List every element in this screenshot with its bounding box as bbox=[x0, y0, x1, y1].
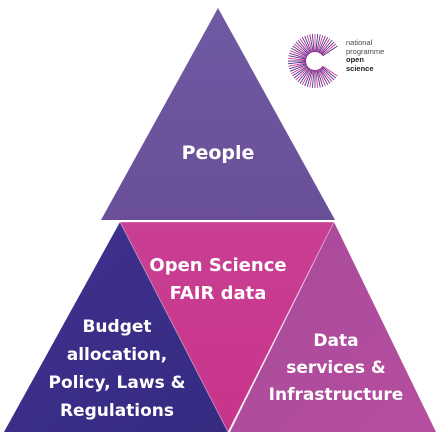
sunburst-ray bbox=[288, 61, 307, 65]
sunburst-ray bbox=[311, 34, 315, 53]
sunburst-ray bbox=[311, 69, 315, 88]
policy-label: Budget allocation, Policy, Laws & Regula… bbox=[22, 313, 212, 425]
triangle-outlines bbox=[119, 221, 335, 432]
sunburst-ray bbox=[304, 69, 312, 87]
sunburst-ray bbox=[288, 55, 307, 60]
policy-label-line-4: Regulations bbox=[59, 401, 175, 421]
sunburst-ray bbox=[295, 41, 309, 55]
sunburst-ray bbox=[304, 35, 312, 53]
sunburst-ray bbox=[288, 62, 307, 67]
logo-line-3: open bbox=[346, 55, 364, 64]
sunburst-ray bbox=[292, 45, 308, 57]
sunburst-ray bbox=[317, 35, 324, 53]
policy-triangle bbox=[4, 222, 228, 432]
sunburst-ray bbox=[322, 45, 338, 57]
sunburst-ray bbox=[318, 69, 326, 87]
sunburst-ray bbox=[297, 67, 310, 83]
logo-line-2: programme bbox=[346, 46, 385, 56]
policy-label-line-2: allocation, bbox=[66, 345, 168, 365]
sunburst-icon bbox=[288, 34, 338, 88]
sunburst-ray bbox=[299, 38, 311, 54]
sunburst-ray bbox=[316, 34, 321, 53]
sunburst-ray bbox=[320, 67, 333, 83]
sunburst-ray bbox=[292, 65, 308, 77]
sunburst-ray bbox=[321, 41, 335, 55]
logo-line-4: science bbox=[346, 63, 374, 73]
fair-data-label-line-2: FAIR data bbox=[169, 283, 267, 304]
logo-text: national programme open science bbox=[346, 38, 385, 73]
sunburst-ray bbox=[297, 39, 310, 55]
sunburst-ray bbox=[301, 36, 312, 54]
sunburst-ray bbox=[319, 38, 331, 54]
fair-data-label-line-1: Open Science bbox=[149, 255, 287, 276]
sunburst-ray bbox=[317, 69, 324, 87]
sunburst-ray bbox=[309, 69, 314, 88]
sunburst-ray bbox=[289, 50, 307, 58]
sunburst-ray bbox=[299, 68, 311, 84]
sunburst-ray bbox=[319, 68, 331, 84]
policy-label-line-1: Budget bbox=[82, 317, 152, 337]
sunburst-ray bbox=[295, 67, 309, 81]
sunburst-ray bbox=[289, 64, 307, 72]
sunburst-ray bbox=[321, 67, 335, 81]
people-triangle bbox=[101, 8, 335, 220]
sunburst-ray bbox=[290, 64, 308, 75]
sunburst-ray bbox=[293, 66, 309, 79]
sunburst-ray bbox=[321, 43, 337, 56]
infrastructure-label-line-1: Data bbox=[313, 331, 359, 351]
national-programme-open-science-logo: national programme open science bbox=[286, 30, 406, 92]
people-label: People bbox=[181, 142, 255, 164]
logo-line-1: national bbox=[346, 38, 373, 47]
infrastructure-triangle bbox=[230, 222, 436, 432]
sunburst-ray bbox=[306, 69, 313, 87]
sunburst-ray bbox=[316, 69, 321, 88]
sunburst-ray bbox=[293, 43, 309, 56]
sunburst-ray bbox=[318, 68, 329, 86]
sunburst-ray bbox=[289, 63, 307, 70]
sunburst-ray bbox=[321, 66, 337, 79]
infrastructure-label-line-2: services & bbox=[286, 358, 386, 378]
sunburst-ray bbox=[315, 69, 319, 88]
sunburst-ray bbox=[322, 65, 338, 77]
sunburst-ray bbox=[289, 52, 307, 59]
sunburst-ray bbox=[306, 35, 313, 53]
fair-data-label: Open Science FAIR data bbox=[128, 252, 308, 308]
sunburst-ray bbox=[309, 34, 314, 53]
sunburst-ray bbox=[320, 39, 333, 55]
sunburst-ray bbox=[301, 68, 312, 86]
sunburst-ray bbox=[318, 35, 326, 53]
policy-label-line-3: Policy, Laws & bbox=[48, 373, 186, 393]
infrastructure-label: Data services & Infrastructure bbox=[244, 328, 428, 409]
sunburst-ray bbox=[290, 47, 308, 58]
sunburst-ray bbox=[288, 57, 307, 61]
infrastructure-label-line-3: Infrastructure bbox=[268, 385, 404, 405]
sunburst-ray bbox=[318, 36, 329, 54]
sunburst-ray bbox=[315, 34, 319, 53]
fair-data-triangle bbox=[120, 222, 334, 432]
